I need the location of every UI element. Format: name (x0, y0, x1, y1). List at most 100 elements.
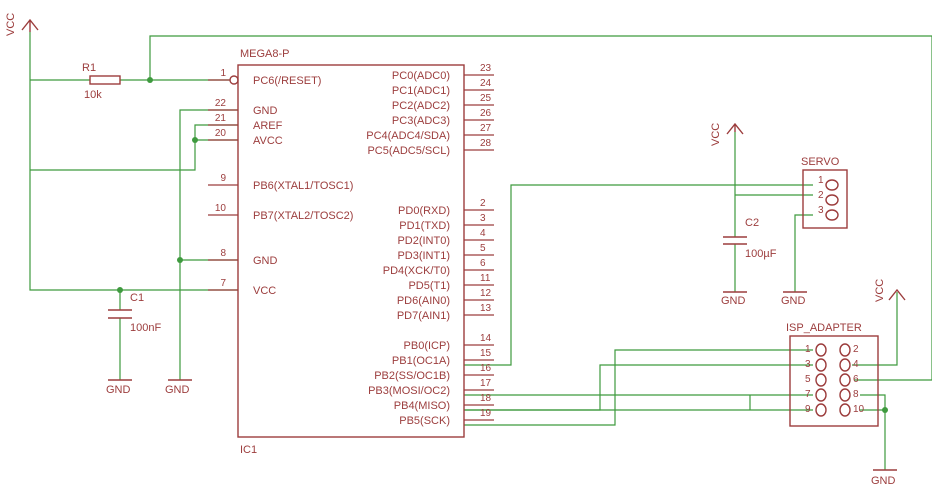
gnd-label: GND (781, 295, 806, 307)
ic-pin-number: 5 (480, 243, 486, 254)
ic-pin-number: 7 (220, 278, 226, 289)
ic-pin-number: 17 (480, 378, 492, 389)
servo-name: SERVO (801, 156, 840, 168)
ic-pin-label: AREF (253, 120, 283, 132)
vcc-symbol-left: VCC (5, 13, 39, 36)
isp-pin-number: 6 (853, 374, 859, 385)
gnd-symbol-ic: GND (165, 379, 192, 396)
gnd-symbol-c1: GND (106, 379, 132, 396)
ic-pin-label: PC3(ADC3) (392, 115, 450, 127)
isp-pin-socket (815, 388, 827, 402)
isp-pin-socket (815, 343, 827, 357)
gnd-label: GND (721, 295, 746, 307)
isp-pin-socket (839, 403, 851, 417)
junctions (117, 77, 888, 413)
isp-pin-socket (839, 358, 851, 372)
ic-pin-number: 2 (480, 198, 486, 209)
isp-pin-number: 7 (805, 389, 811, 400)
ic-pin-label: PB3(MOSI/OC2) (368, 385, 450, 397)
ic-pin-label: PB2(SS/OC1B) (374, 370, 450, 382)
resistor-r1: R1 10k (82, 62, 121, 101)
ic-pin-number: 1 (220, 68, 226, 79)
ic-pin-number: 19 (480, 408, 492, 419)
ic-pin-label: PC0(ADC0) (392, 70, 450, 82)
gnd-symbol-servo: GND (781, 291, 807, 307)
ic-pin-number: 8 (220, 248, 226, 259)
c2-name: C2 (745, 217, 759, 229)
ic-pin-number: 26 (480, 108, 492, 119)
ic-pin-number: 16 (480, 363, 492, 374)
ic-pin-label: PD0(RXD) (398, 205, 450, 217)
isp-pin-number: 1 (805, 344, 811, 355)
ic-pin-label: PD1(TXD) (399, 220, 450, 232)
servo-pin-number: 3 (818, 205, 824, 216)
ic-pin-label: PD6(AIN0) (397, 295, 450, 307)
vcc-symbol-c2: VCC (710, 123, 744, 146)
vcc-symbol-isp: VCC (874, 279, 906, 302)
isp-pin-number: 5 (805, 374, 811, 385)
ic-pin-label: PD2(INT0) (397, 235, 450, 247)
wire-pb1-servo (464, 184, 813, 366)
wire-vcc-to-avcc (30, 124, 238, 171)
isp-pin-number: 10 (853, 404, 865, 415)
ic-pin-label: PC4(ADC4/SDA) (366, 130, 450, 142)
gnd-label: GND (106, 384, 131, 396)
wire-isp2-vcc (852, 292, 898, 366)
servo-pins: 123 (818, 175, 839, 221)
wire-gnd-rail (179, 109, 238, 380)
ic-pin-number: 21 (215, 113, 227, 124)
ic-pin-label: PB1(OC1A) (392, 355, 450, 367)
junction-avcc (192, 137, 198, 143)
ic-mega8: MEGA8-P IC1 1PC6(/RESET)22GND21AREF20AVC… (208, 48, 494, 456)
ic-pin-number: 3 (480, 213, 486, 224)
ic-pin-number: 20 (215, 128, 227, 139)
ic-pin-label: PB7(XTAL2/TOSC2) (253, 210, 353, 222)
ic-pin-number: 11 (480, 273, 491, 284)
ic-pin-label: PB0(ICP) (404, 340, 450, 352)
ic-pin-number: 10 (215, 203, 227, 214)
isp-pin-socket (839, 388, 851, 402)
junction-reset (147, 77, 153, 83)
ic-pin-label: PD7(AIN1) (397, 310, 450, 322)
wire-reset-to-isp5 (149, 35, 932, 381)
c1-value: 100nF (130, 322, 161, 334)
junction-isp-gnd (882, 407, 888, 413)
wire-vcc-left-rail (29, 32, 238, 291)
ic-pin-label: VCC (253, 285, 276, 297)
ic-left-pins: 1PC6(/RESET)22GND21AREF20AVCC9PB6(XTAL1/… (208, 68, 353, 297)
isp-pin-number: 9 (805, 404, 811, 415)
isp-pin-socket (815, 373, 827, 387)
ic-name: IC1 (240, 444, 257, 456)
ic-pin-number: 22 (215, 98, 227, 109)
ic-pin-label: PB6(XTAL1/TOSC1) (253, 180, 353, 192)
gnd-symbol-c2: GND (721, 291, 747, 307)
isp-pin-number: 3 (805, 359, 811, 370)
ic-pin-number: 24 (480, 78, 492, 89)
ic-pin-number: 9 (220, 173, 226, 184)
ic-pin-label: PD5(T1) (408, 280, 450, 292)
ic-pin-label: PC1(ADC1) (392, 85, 450, 97)
r1-value: 10k (84, 89, 102, 101)
junction-gnd (177, 257, 183, 263)
servo-pin-number: 1 (818, 175, 824, 186)
capacitor-c2: C2 100µF (723, 217, 777, 260)
junction-c1 (117, 287, 123, 293)
gnd-label: GND (165, 384, 190, 396)
ic-pin-label: PB4(MISO) (394, 400, 450, 412)
servo-pin-socket (825, 194, 839, 206)
vcc-label: VCC (710, 123, 722, 146)
r1-name: R1 (82, 62, 96, 74)
isp-pin-number: 4 (853, 359, 859, 370)
vcc-label: VCC (5, 13, 17, 36)
wire-sck-isp7 (464, 394, 813, 426)
ic-pin-number: 12 (480, 288, 492, 299)
ic-pin-label: PB5(SCK) (399, 415, 450, 427)
ic-value: MEGA8-P (240, 48, 290, 60)
c1-name: C1 (130, 292, 144, 304)
ic-pin-label: GND (253, 105, 278, 117)
isp-pin-number: 2 (853, 344, 859, 355)
ic-pin-label: PD4(XCK/T0) (383, 265, 450, 277)
ic-pin-label: PC2(ADC2) (392, 100, 450, 112)
capacitor-c1: C1 100nF (108, 292, 161, 334)
